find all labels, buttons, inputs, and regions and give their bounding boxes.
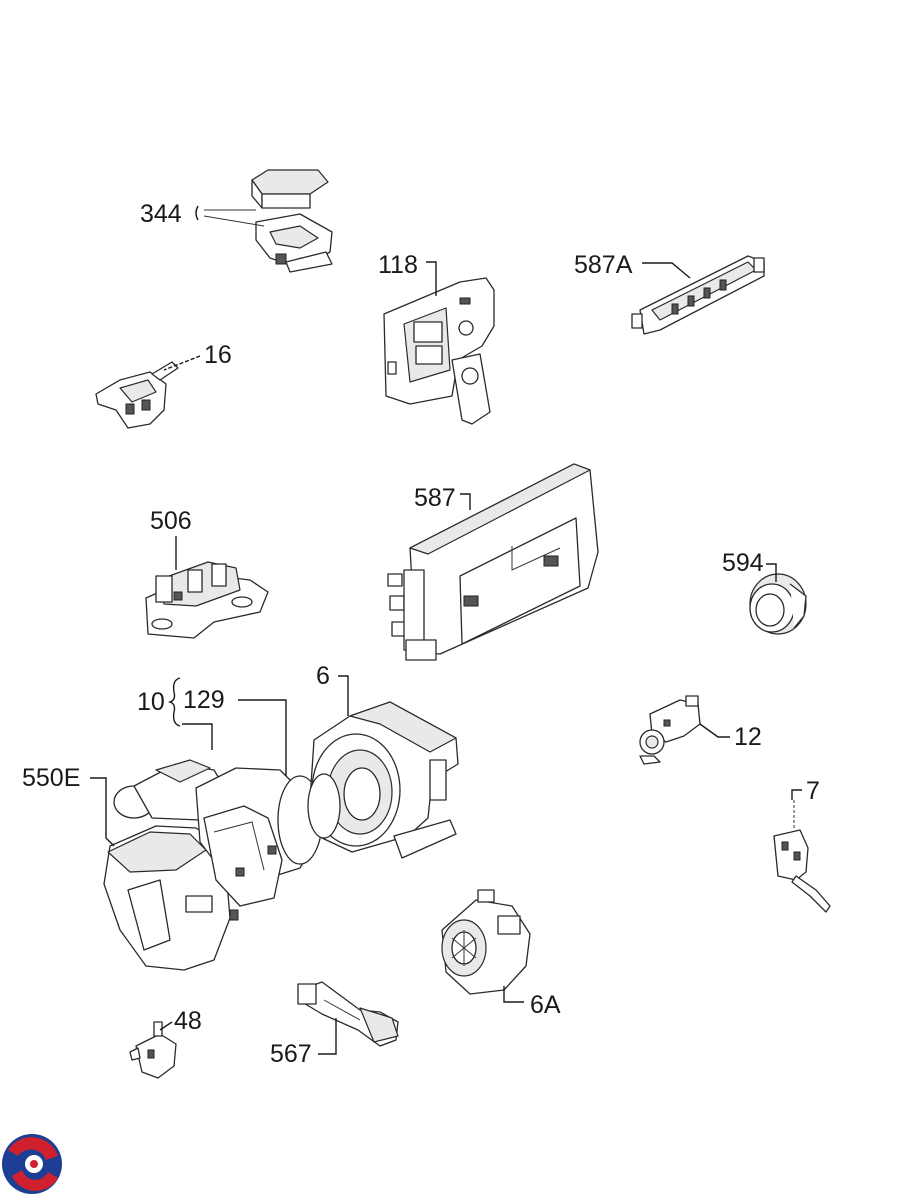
part-550E-pump-housing (103, 759, 239, 971)
part-7-lever-switch (773, 800, 831, 913)
callout-506: 506 (150, 507, 192, 535)
leader-118 (426, 261, 437, 296)
leader-12 (699, 723, 730, 738)
callout-344: 344 (140, 200, 182, 228)
leader-550E (90, 777, 115, 847)
leader-6 (338, 675, 349, 716)
callout-6: 6 (316, 662, 330, 690)
leader-16 (163, 355, 201, 371)
part-12-sensor (639, 695, 701, 765)
leader-129 (238, 699, 287, 776)
leader-7 (791, 789, 802, 800)
part-118-control-frame (383, 277, 495, 425)
part-48-valve (129, 1021, 177, 1079)
callout-6A: 6A (530, 991, 561, 1019)
leader-6A (503, 986, 524, 1003)
part-344-door-latch (203, 169, 333, 273)
callout-16: 16 (204, 341, 232, 369)
part-587-electronic-module (387, 463, 599, 661)
leader-594 (766, 563, 777, 582)
callout-10: 10 (137, 688, 165, 716)
callout-594: 594 (722, 549, 764, 577)
part-587A-board-strip (631, 255, 765, 335)
leader-587A (642, 262, 691, 279)
callout-550E: 550E (22, 764, 80, 792)
brace-10 (167, 677, 181, 727)
part-6-circulation-pump (307, 701, 459, 859)
brand-logo (2, 1134, 62, 1194)
callout-118: 118 (378, 251, 418, 279)
part-129-heater-pump (195, 767, 323, 907)
callout-48: 48 (174, 1007, 202, 1035)
callout-567: 567 (270, 1040, 312, 1068)
callout-129: 129 (183, 686, 225, 714)
part-567-duct (297, 981, 399, 1047)
leader-48 (159, 1021, 173, 1031)
callout-587: 587 (414, 484, 456, 512)
part-594-cap (749, 573, 807, 635)
leader-10 (182, 723, 213, 750)
callout-587A: 587A (574, 251, 633, 279)
leader-344 (195, 205, 199, 221)
callout-12: 12 (734, 723, 762, 751)
part-16-switch (95, 361, 179, 429)
callout-7: 7 (806, 777, 820, 805)
leader-567 (318, 1018, 337, 1055)
part-6A-drain-pump (441, 889, 531, 995)
leader-587 (460, 493, 471, 510)
part-506-bracket (145, 561, 269, 639)
